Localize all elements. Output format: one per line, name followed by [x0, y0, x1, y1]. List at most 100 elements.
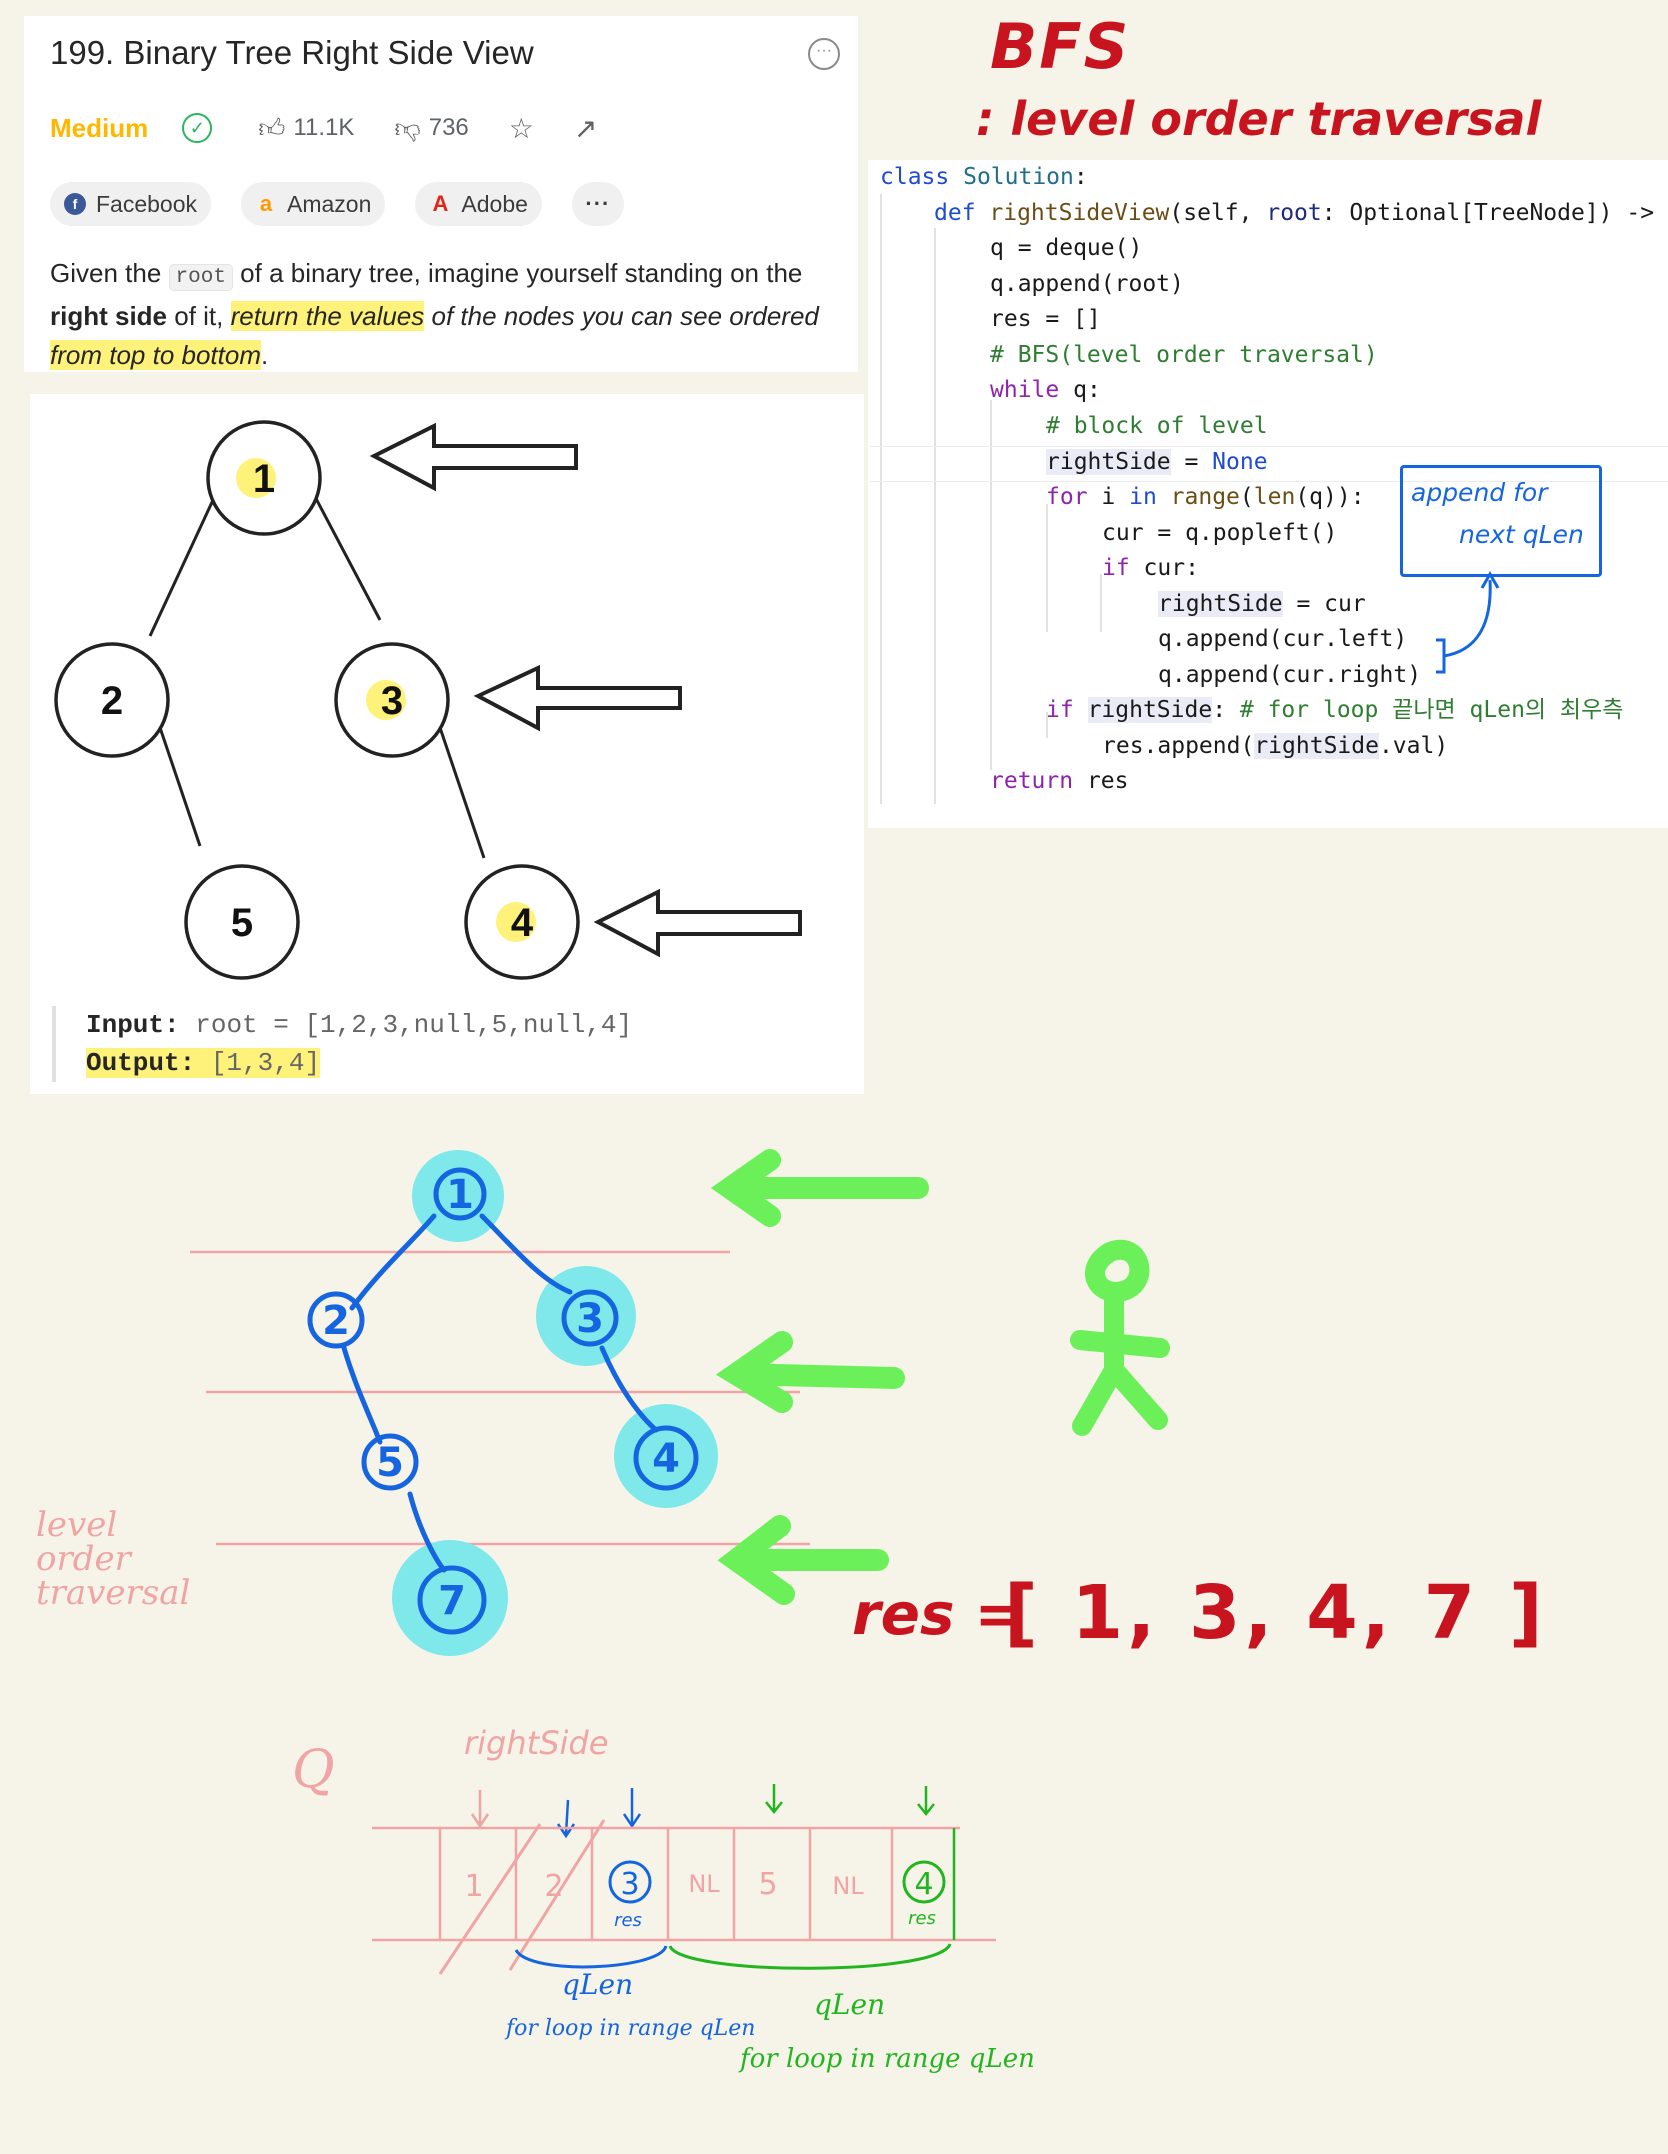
svg-text:5: 5 [376, 1440, 404, 1486]
for-loop-label-green: for loop in range qLen [740, 2044, 1035, 2074]
queue-cell: NL [688, 1870, 720, 1898]
amazon-icon: a [259, 191, 273, 216]
queue-cell: 4 [914, 1867, 933, 1902]
more-options-icon[interactable]: ··· [808, 38, 840, 70]
example-input: Input: root = [1,2,3,null,5,null,4] [86, 1010, 633, 1040]
example-tree-diagram: 1 2 3 5 4 [54, 420, 802, 980]
append-note: append for next qLen [1400, 465, 1602, 577]
svg-text:7: 7 [438, 1578, 466, 1624]
thumbs-up-icon: 👍︎ [258, 112, 286, 143]
res-value: [ 1, 3, 4, 7 ] [1004, 1570, 1547, 1656]
solved-check-icon: ✓ [182, 113, 213, 143]
drawn-node: 4 [633, 1425, 699, 1491]
code-comment: # block of level [1046, 413, 1268, 439]
drawn-node: 1 [433, 1167, 487, 1221]
code-line: rightSide = cur [1158, 591, 1366, 617]
current-line-highlight [870, 446, 1668, 482]
problem-title: 199. Binary Tree Right Side View [50, 34, 534, 71]
svg-text:1: 1 [446, 1172, 474, 1218]
svg-text:3: 3 [576, 1296, 604, 1342]
svg-text:2: 2 [322, 1298, 350, 1344]
svg-text:5: 5 [231, 901, 253, 945]
res-label: res = [852, 1580, 1024, 1648]
adobe-icon: A [432, 191, 449, 216]
tree-node: 4 [464, 864, 580, 980]
thumbs-down-icon: 👎︎ [394, 112, 421, 143]
queue-cell: 3 [620, 1867, 639, 1902]
person-icon [1070, 1239, 1170, 1436]
star-icon[interactable]: ☆ [508, 112, 534, 144]
like-count: 11.1K [293, 114, 355, 141]
share-icon[interactable]: ↗ [573, 112, 598, 144]
code-line: if rightSide: # for loop 끝나면 qLen의 최우측 [1046, 697, 1624, 723]
dislike-count: 736 [428, 114, 469, 141]
drawn-node: 5 [361, 1433, 419, 1491]
code-line: q.append(root) [990, 271, 1184, 297]
difficulty-badge: Medium [50, 112, 149, 143]
qlen-label-green: qLen [814, 1988, 886, 2021]
tree-node: 2 [54, 642, 170, 758]
arrow-icon [369, 422, 802, 958]
tag-label: Amazon [287, 190, 372, 217]
code-line: while q: [990, 377, 1101, 403]
tag-facebook[interactable]: f Facebook [50, 182, 212, 226]
example-io: Input: root = [1,2,3,null,5,null,4] Outp… [52, 1006, 632, 1082]
code-line: q.append(cur.left) [1158, 626, 1408, 652]
more-tags-button[interactable]: ··· [571, 182, 624, 226]
problem-meta: Medium ✓ 👍︎ 11.1K 👎︎ 736 ☆ ↗ [50, 106, 637, 150]
rightside-label: rightSide [464, 1724, 609, 1762]
drawn-node: 2 [307, 1291, 365, 1349]
queue-cell: 1 [464, 1869, 483, 1904]
problem-card: 199. Binary Tree Right Side View ··· Med… [24, 16, 858, 372]
svg-text:1: 1 [253, 457, 275, 501]
tree-node: 5 [184, 864, 300, 980]
code-line: if cur: [1102, 555, 1199, 581]
note-arrow-icon [1436, 570, 1500, 674]
qlen-label-blue: qLen [562, 1968, 634, 2001]
tag-adobe[interactable]: A Adobe [415, 182, 542, 226]
res-mark: res [908, 1908, 936, 1929]
drawn-node: 7 [417, 1565, 487, 1635]
for-loop-label-blue: for loop in range qLen [506, 2016, 756, 2041]
bfs-heading: BFS [990, 10, 1131, 83]
code-line: for i in range(len(q)): [1046, 484, 1365, 510]
svg-text:2: 2 [101, 679, 123, 723]
tag-amazon[interactable]: a Amazon [241, 182, 386, 226]
code-line: res = [] [990, 306, 1101, 332]
example-output: Output: [1,3,4] [86, 1048, 321, 1078]
code-line: class Solution: [880, 164, 1088, 190]
green-arrow-icon [710, 1149, 929, 1605]
level-order-side-note: level order traversal [36, 1505, 191, 1613]
drawn-node: 3 [561, 1289, 619, 1347]
svg-text:4: 4 [652, 1436, 680, 1482]
handdrawn-tree-diagram: 1 2 3 5 4 7 [190, 1149, 1170, 1656]
queue-label: Q [292, 1740, 335, 1800]
level-order-heading: : level order traversal [976, 92, 1542, 146]
code-line: res.append(rightSide.val) [1102, 733, 1449, 759]
tree-node: 3 [334, 642, 450, 758]
queue-cell: 2 [544, 1869, 563, 1904]
tag-label: Facebook [96, 190, 198, 217]
code-line: cur = q.popleft() [1102, 520, 1338, 546]
facebook-icon: f [64, 193, 86, 215]
queue-cell: NL [832, 1872, 864, 1900]
svg-text:3: 3 [381, 679, 403, 723]
problem-description: Given the root of a binary tree, imagine… [50, 258, 819, 370]
code-line: q.append(cur.right) [1158, 662, 1422, 688]
queue-cell: 5 [758, 1867, 777, 1902]
code-panel: class Solution: def rightSideView(self, … [868, 160, 1668, 828]
root-code: root [168, 264, 233, 291]
queue-diagram: 1 2 3 NL 5 NL 4 res res [372, 1784, 996, 1975]
code-line: return res [990, 768, 1129, 794]
example-figure: 1 2 3 5 4 [30, 394, 864, 1094]
tag-label: Adobe [461, 190, 528, 217]
res-mark: res [614, 1910, 642, 1931]
code-line: rightSide = None [1046, 449, 1268, 475]
like-button[interactable]: 👍︎ 11.1K [258, 113, 354, 144]
dislike-button[interactable]: 👎︎ 736 [394, 113, 468, 144]
company-tags: f Facebook a Amazon A Adobe ··· [50, 182, 624, 226]
tree-node: 1 [206, 420, 322, 536]
code-comment: # BFS(level order traversal) [990, 342, 1378, 368]
svg-text:4: 4 [511, 901, 534, 945]
code-line: q = deque() [990, 235, 1143, 261]
